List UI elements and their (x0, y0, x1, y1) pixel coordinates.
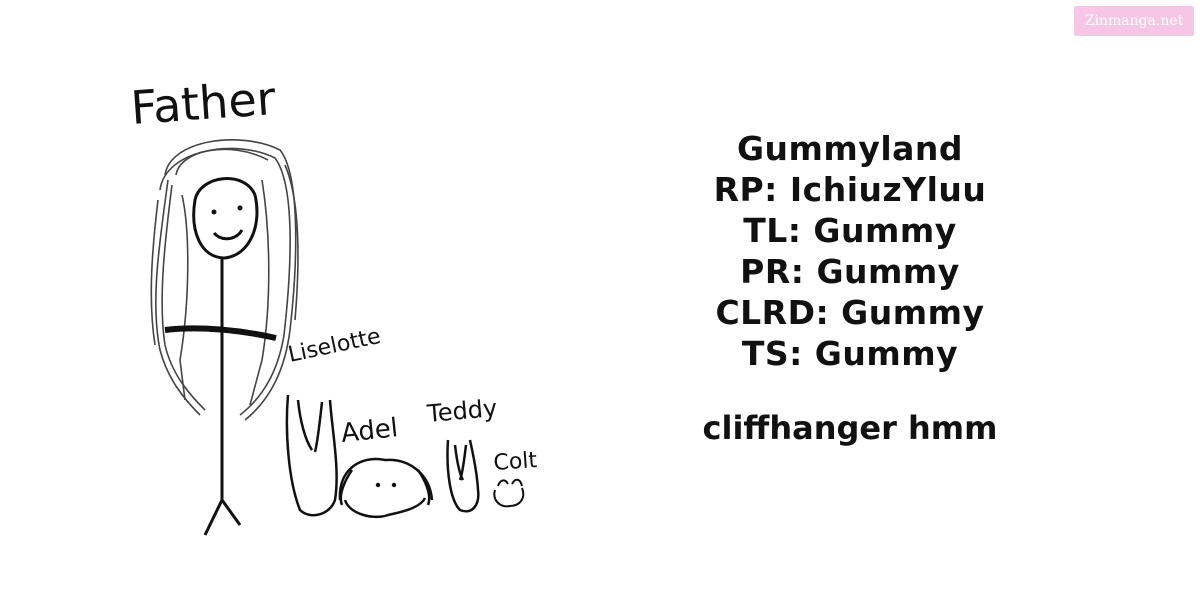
belt (164, 325, 277, 341)
liselotte-label: Liselotte (286, 324, 383, 368)
credit-tl: TL: Gummy (743, 211, 957, 250)
credit-note: cliffhanger hmm (702, 409, 998, 447)
watermark-logo: Zinmanga.net (1074, 6, 1194, 36)
credit-spacer (700, 374, 1000, 408)
colt-label: Colt (493, 448, 539, 476)
father-label: Father (129, 71, 277, 135)
credit-rp: RP: IchiuzYluu (713, 170, 987, 209)
bunny-adel (338, 457, 434, 519)
credits-block: Gummyland RP: IchiuzYluu TL: Gummy PR: G… (700, 128, 1000, 448)
right-eye (237, 205, 243, 211)
left-eye (211, 209, 217, 215)
credit-clrd: CLRD: Gummy (715, 293, 985, 332)
stick-figure-drawing: Father Liselotte Adel (129, 71, 539, 536)
stick-body (203, 258, 242, 536)
face (192, 177, 259, 260)
bunny-teddy (446, 439, 480, 513)
credit-pr: PR: Gummy (740, 252, 960, 291)
hair-scribble (150, 139, 299, 421)
credit-group: Gummyland (736, 129, 964, 168)
adel-label: Adel (340, 413, 400, 449)
bunny-liselotte (285, 394, 338, 517)
bunny-colt (493, 478, 525, 508)
adel-eye-right (391, 482, 397, 488)
adel-eye-left (375, 482, 381, 488)
credit-ts: TS: Gummy (741, 334, 959, 373)
teddy-label: Teddy (425, 394, 498, 428)
